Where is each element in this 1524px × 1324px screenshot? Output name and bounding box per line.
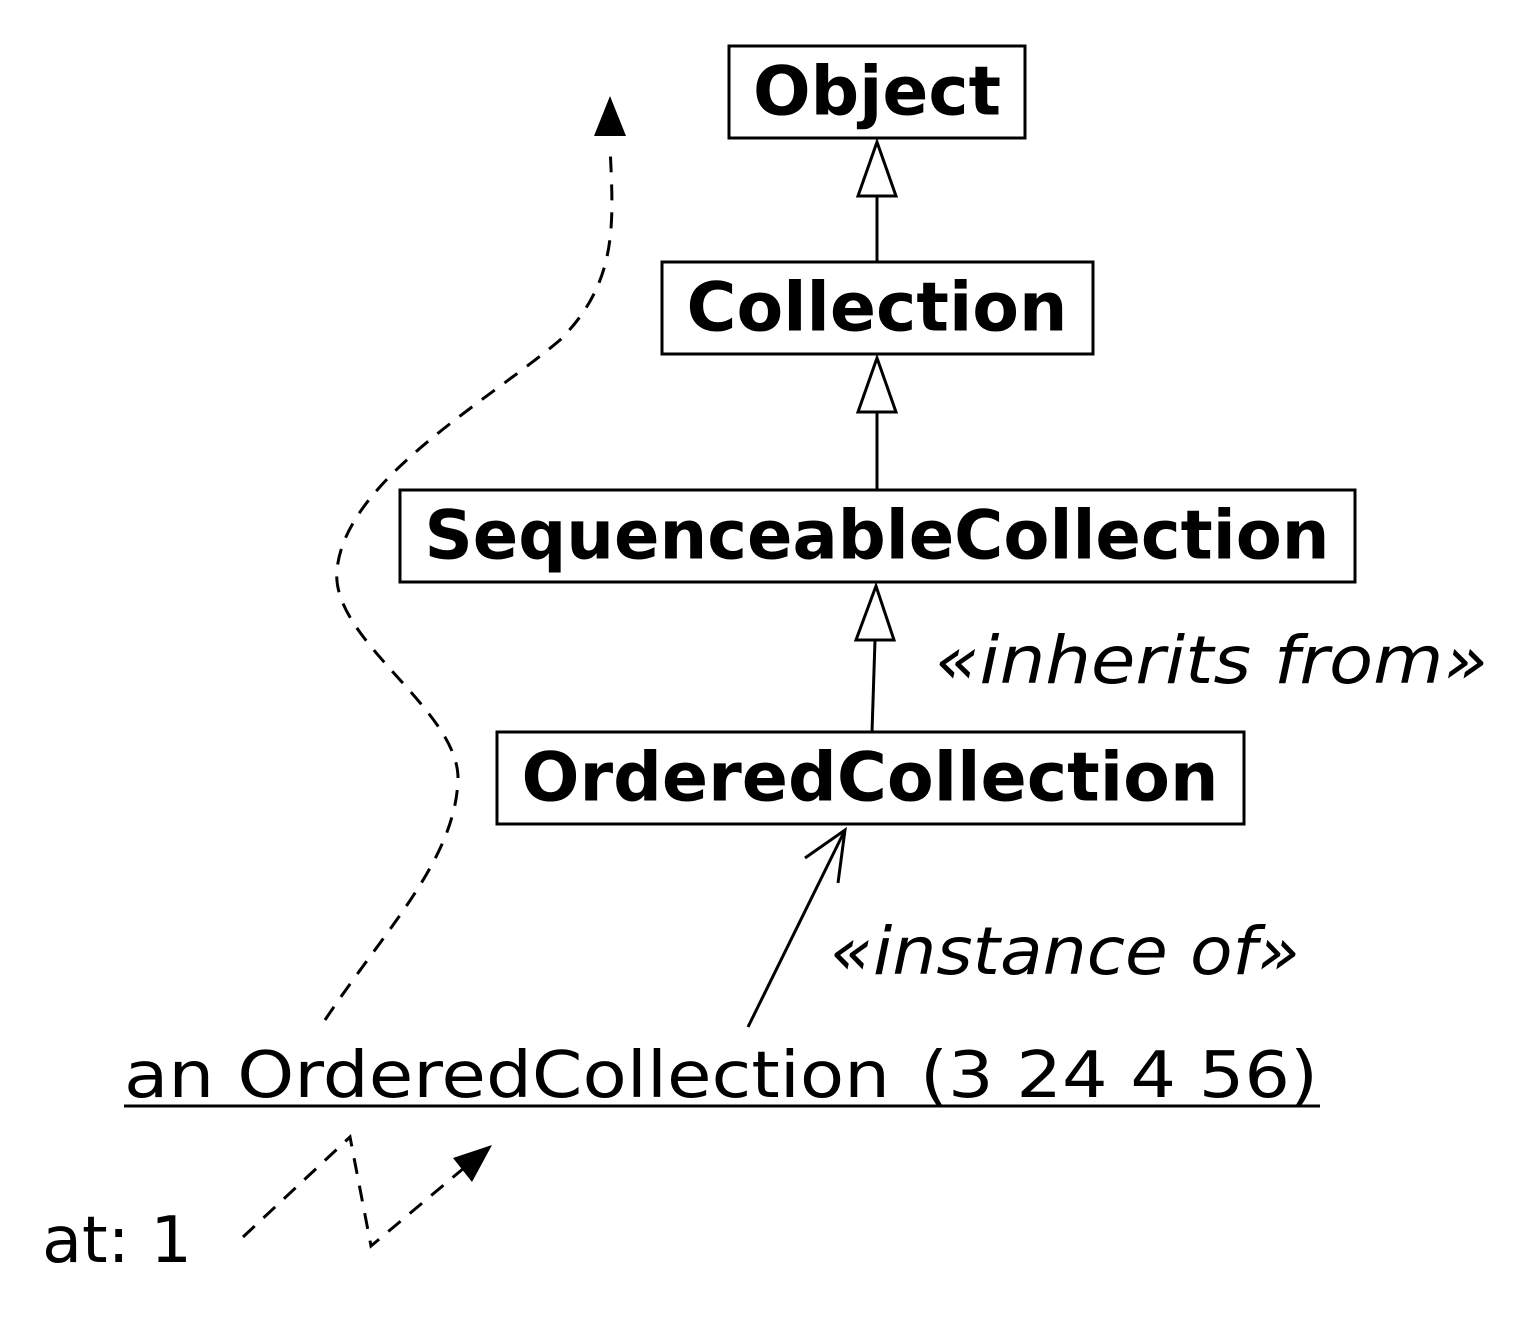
class-name-ordered-collection: OrderedCollection	[522, 739, 1219, 818]
lookup-arrowhead	[594, 96, 626, 136]
method-lookup-path	[323, 96, 626, 1021]
class-name-object: Object	[753, 53, 1001, 132]
inheritance-arrow-collection-to-object	[855, 137, 899, 262]
instance-label: an OrderedCollection (3 24 4 56)	[124, 1039, 1320, 1113]
inherits-from-label: «inherits from»	[935, 622, 1488, 699]
class-box-sequenceable-collection: SequenceableCollection	[398, 488, 1357, 584]
class-name-collection: Collection	[687, 269, 1068, 348]
class-box-object: Object	[727, 44, 1027, 140]
message-at-label: at: 1	[42, 1204, 192, 1278]
message-send-path	[241, 1134, 492, 1249]
instance-of-label: «instance of»	[830, 913, 1300, 990]
class-box-collection: Collection	[660, 260, 1095, 356]
inheritance-arrow-sequenceable-to-collection	[855, 353, 899, 490]
message-arrowhead	[453, 1145, 492, 1182]
class-box-ordered-collection: OrderedCollection	[495, 730, 1246, 826]
class-name-sequenceable-collection: SequenceableCollection	[425, 497, 1330, 576]
instance-value: (3 24 4 56)	[920, 1039, 1318, 1113]
instance-of-arrow	[746, 826, 847, 1028]
instance-name: an OrderedCollection	[124, 1039, 890, 1113]
inheritance-arrow-ordered-to-sequenceable	[853, 581, 897, 733]
